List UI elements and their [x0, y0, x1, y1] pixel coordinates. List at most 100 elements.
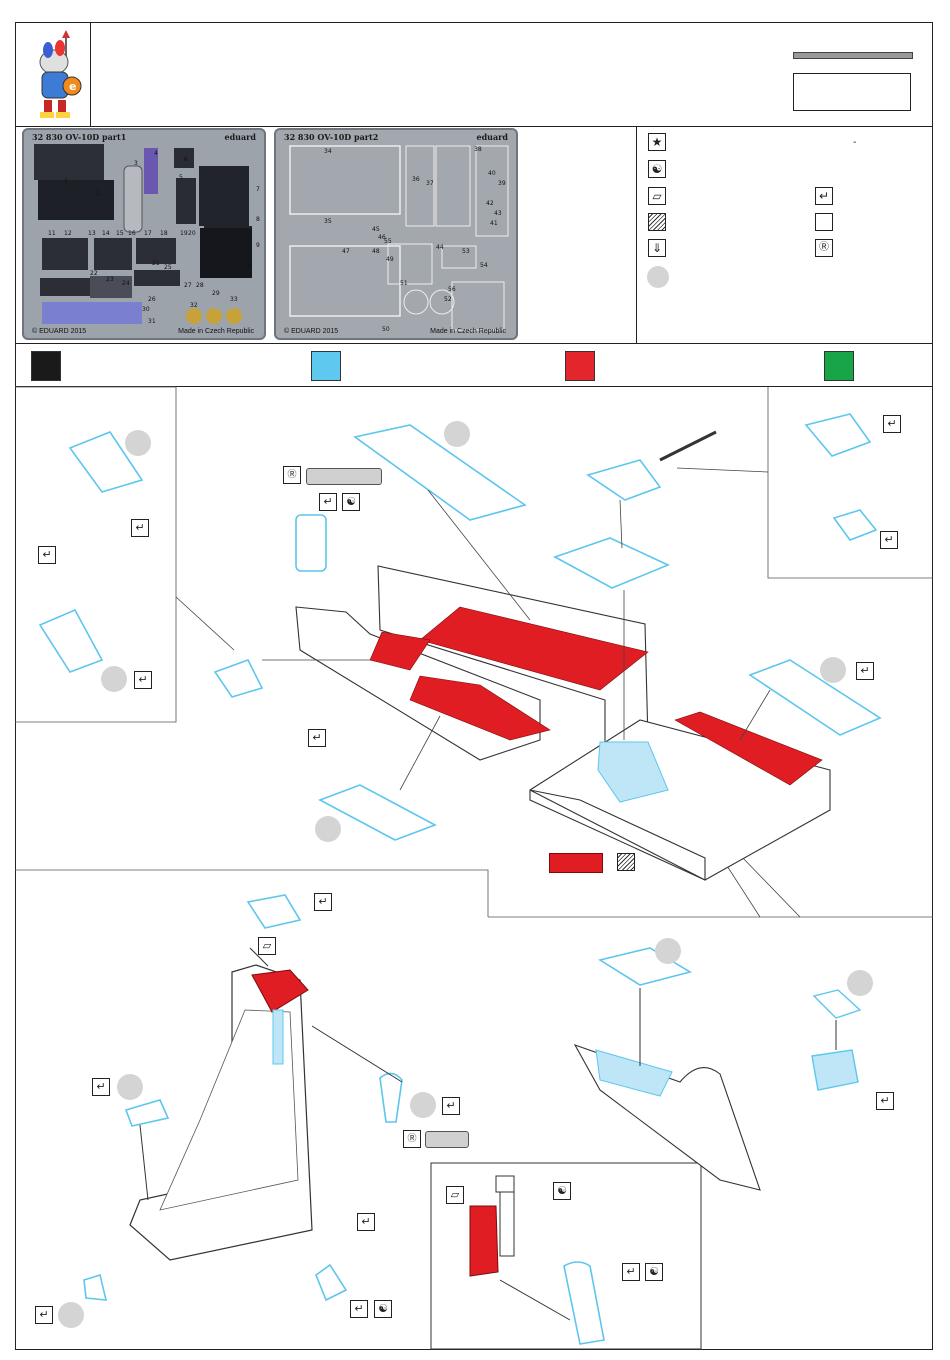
fret-part-number: 7 — [256, 186, 260, 193]
tick-icon-f: ↵ — [319, 493, 337, 511]
parallelogram-icon: ▱ — [648, 187, 666, 205]
fret-part-number: 52 — [444, 296, 452, 303]
drill-icon: ⇓ — [648, 239, 666, 257]
fret-part-number: 51 — [400, 280, 408, 287]
fret-part-number: 50 — [382, 326, 390, 333]
leader-line-1 — [175, 596, 235, 651]
fret-part-number: 26 — [148, 296, 156, 303]
fret-part-number: 15 — [116, 230, 124, 237]
step-circle-10 — [847, 970, 873, 996]
fret-part-number: 47 — [342, 248, 350, 255]
fret-part-number: 13 — [88, 230, 96, 237]
fret-part-number: 28 — [196, 282, 204, 289]
fret-part-number: 54 — [480, 262, 488, 269]
step-circle-9 — [655, 938, 681, 964]
tick-icon-j: ↵ — [92, 1078, 110, 1096]
fret-part-number: 18 — [160, 230, 168, 237]
fret-part-number: 33 — [230, 296, 238, 303]
tub-red-panels — [369, 606, 823, 786]
stick-inset-box — [430, 1162, 702, 1350]
fret-part1-brand: eduard — [224, 132, 257, 142]
tick-icon-b: ↵ — [880, 531, 898, 549]
fret-part-number: 2 — [96, 190, 100, 197]
step-circle-5 — [315, 816, 341, 842]
fret-part-number: 4 — [154, 150, 158, 157]
tick-icon-c: ↵ — [131, 519, 149, 537]
paint-label-b — [425, 1131, 469, 1148]
tick-icon-a: ↵ — [883, 415, 901, 433]
fret-part-number: 48 — [372, 248, 380, 255]
swatch-green — [824, 351, 854, 381]
control-stick — [469, 1175, 605, 1345]
step-circle-4 — [820, 657, 846, 683]
tick-icon-e: ↵ — [134, 671, 152, 689]
fret-part-number: 21 — [152, 260, 160, 267]
fret-part-number: 30 — [142, 306, 150, 313]
ejection-seat — [83, 894, 403, 1302]
fret-part-number: 10 — [244, 262, 252, 269]
fret-part-number: 44 — [436, 244, 444, 251]
r-circle-icon-f: Ⓡ — [283, 466, 301, 484]
fret-part-number: 42 — [486, 200, 494, 207]
fret-part-number: 41 — [490, 220, 498, 227]
r-circle-icon: Ⓡ — [815, 239, 833, 257]
fret-part1-made: Made in Czech Republic — [178, 328, 254, 335]
title-bar — [793, 52, 913, 59]
fret-part-number: 6 — [184, 156, 188, 163]
step-circle-3 — [444, 421, 470, 447]
tick-icon-g: ↵ — [856, 662, 874, 680]
fret-part-number: 14 — [102, 230, 110, 237]
blue-parts — [38, 413, 882, 841]
fret-part-number: 17 — [144, 230, 152, 237]
fret-part-number: 35 — [324, 218, 332, 225]
step-circle-8 — [58, 1302, 84, 1328]
fret-part-number: 46 — [378, 234, 386, 241]
legend-divider — [636, 126, 637, 343]
tick-icon-k: ↵ — [442, 1097, 460, 1115]
fret-part-number: 56 — [448, 286, 456, 293]
fret-part-number: 31 — [148, 318, 156, 325]
fret-part-number: 8 — [256, 216, 260, 223]
fret-part2-parts — [289, 145, 509, 331]
yin-yang-icon-stick: ☯ — [553, 1182, 571, 1200]
fret-part-number: 1 — [64, 178, 68, 185]
step-circle-6 — [117, 1074, 143, 1100]
color-strip-bottom — [15, 386, 933, 387]
fret-part-number: 37 — [426, 180, 434, 187]
fret-part1-title: 32 830 OV-10D part1 — [32, 132, 127, 142]
blank-box-icon — [815, 213, 833, 231]
yin-yang-icon-m: ☯ — [374, 1300, 392, 1318]
tick-icon-o: ↵ — [876, 1092, 894, 1110]
header-bottom-line — [15, 126, 933, 127]
fret-part1-parts — [34, 144, 252, 324]
color-strip-top — [15, 343, 933, 344]
fret-part-number: 11 — [48, 230, 56, 237]
guide-lines — [262, 467, 771, 791]
fret-part-number: 32 — [190, 302, 198, 309]
swatch-black — [31, 351, 61, 381]
fret-part2: 32 830 OV-10D part2 eduard © EDUARD 2015… — [274, 128, 518, 340]
tick-icon-h: ↵ — [308, 729, 326, 747]
fret-part-number: 16 — [128, 230, 136, 237]
fret-part-number: 38 — [474, 146, 482, 153]
fret-part-number: 22 — [90, 270, 98, 277]
fret-part-number: 36 — [412, 176, 420, 183]
fret-part-number: 40 — [488, 170, 496, 177]
fret-part-number: 19 — [180, 230, 188, 237]
fret-part-number: 45 — [372, 226, 380, 233]
fret-part-number: 25 — [164, 264, 172, 271]
eduard-knight-logo: e — [20, 28, 88, 122]
fret-part-number: 23 — [106, 276, 114, 283]
parallelogram-icon-stick: ▱ — [446, 1186, 464, 1204]
fret-part-number: 9 — [256, 242, 260, 249]
step-circle-7 — [410, 1092, 436, 1118]
fret-part-number: 49 — [386, 256, 394, 263]
red-color-label — [549, 853, 603, 873]
tick-icon-n: ↵ — [35, 1306, 53, 1324]
fret-part-number: 12 — [64, 230, 72, 237]
tick-icon-p: ↵ — [622, 1263, 640, 1281]
swatch-cyan — [311, 351, 341, 381]
tick-icon: ↵ — [815, 187, 833, 205]
leader-line-2 — [739, 854, 801, 918]
